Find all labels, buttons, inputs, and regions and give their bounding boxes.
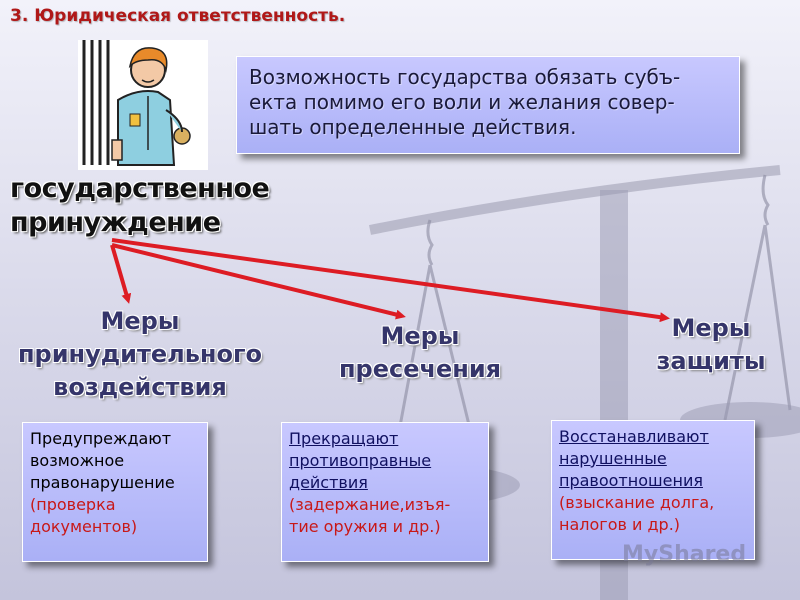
- desc-example-line: (задержание,изъя-: [289, 495, 451, 514]
- arrow-to-compulsory-measures: [110, 244, 132, 304]
- desc-example-line: налогов и др.): [559, 515, 681, 534]
- coercion-line: принуждение: [10, 207, 221, 238]
- state-coercion-heading: государственное принуждение: [10, 172, 270, 240]
- desc-example-line: документов): [30, 517, 138, 536]
- desc-line: Прекращают: [289, 429, 399, 448]
- definition-box: Возможность государства обязать субъ- ек…: [236, 56, 740, 154]
- arrow-to-preventive-measures: [111, 243, 406, 320]
- desc-line: возможное: [30, 451, 125, 470]
- desc-line: правоотношения: [559, 471, 703, 490]
- preventive-description-box: Прекращают противоправные действия (заде…: [281, 422, 489, 562]
- measure-line: принудительного: [17, 340, 263, 368]
- definition-line: екта помимо его воли и желания совер-: [249, 90, 675, 114]
- compulsory-description-box: Предупреждают возможное правонарушение (…: [22, 422, 208, 562]
- measure-preventive-heading: Меры пресечения: [330, 320, 510, 386]
- definition-line: шать определенные действия.: [249, 115, 577, 139]
- measure-line: Меры: [380, 322, 460, 350]
- desc-line: правонарушение: [30, 473, 175, 492]
- desc-line: противоправные: [289, 451, 432, 470]
- measure-line: Меры: [100, 307, 180, 335]
- desc-example-line: тие оружия и др.): [289, 517, 441, 536]
- desc-example-line: (проверка: [30, 495, 116, 514]
- measure-compulsory-heading: Меры принудительного воздействия: [10, 305, 270, 404]
- officer-clipart-icon: [78, 40, 208, 170]
- coercion-line: государственное: [10, 173, 270, 204]
- measure-protection-heading: Меры защиты: [636, 312, 786, 378]
- watermark-logo: MyShared: [622, 542, 747, 567]
- definition-line: Возможность государства обязать субъ-: [249, 65, 681, 89]
- desc-line: действия: [289, 473, 368, 492]
- protection-description-box: Восстанавливают нарушенные правоотношени…: [551, 420, 755, 560]
- arrow-to-protection-measures: [111, 238, 670, 323]
- desc-example-line: (взыскание долга,: [559, 493, 715, 512]
- measure-line: воздействия: [53, 373, 227, 401]
- measure-line: защиты: [656, 347, 766, 375]
- desc-line: Предупреждают: [30, 429, 172, 448]
- desc-line: нарушенные: [559, 449, 667, 468]
- desc-line: Восстанавливают: [559, 427, 709, 446]
- measure-line: пресечения: [338, 355, 502, 383]
- slide-title: 3. Юридическая ответственность.: [10, 6, 346, 26]
- measure-line: Меры: [671, 314, 751, 342]
